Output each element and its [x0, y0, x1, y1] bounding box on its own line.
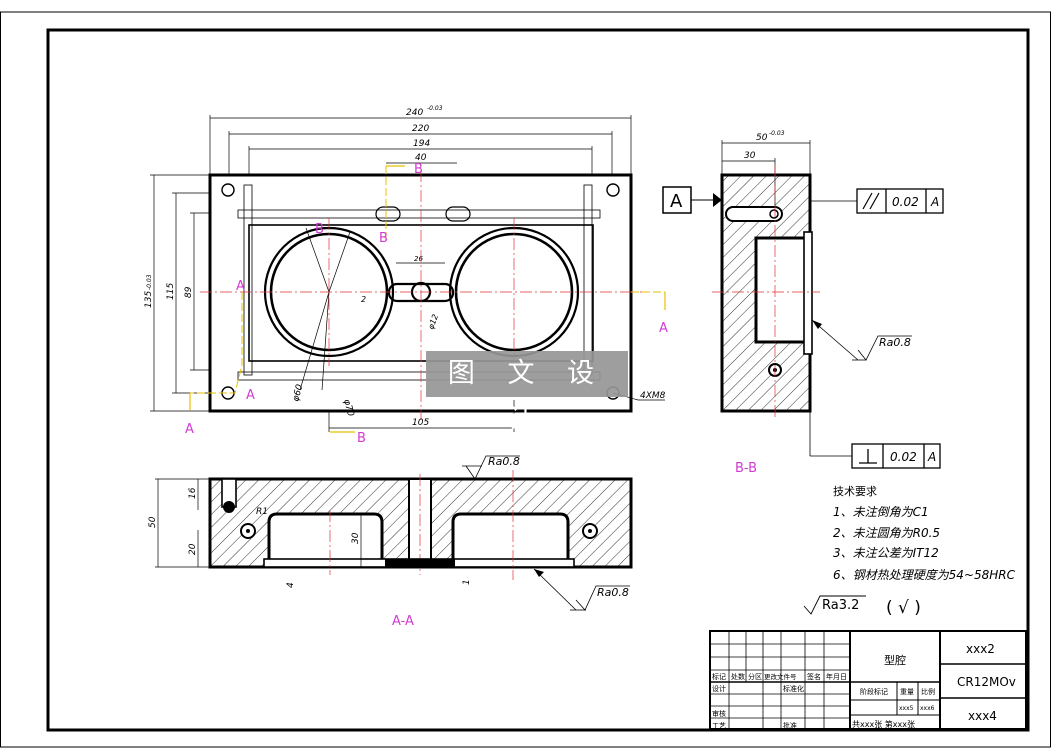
material: CR12MOv — [957, 675, 1016, 689]
tb-std: 标准化 — [783, 684, 804, 693]
aa-roughness-bottom: Ra0.8 — [597, 586, 629, 599]
dim-40-label: 40 — [415, 153, 427, 163]
dim-30-label: 30 — [744, 151, 756, 161]
dim-26-label: 26 — [414, 255, 423, 263]
section-label-a: A — [236, 279, 245, 294]
perpendicularity-value: 0.02 — [890, 450, 917, 464]
tb-sheets: 共xxx张 第xxx张 — [852, 719, 915, 729]
dim-240-tol: -0.03 — [427, 105, 443, 112]
dim-135-tol: -0.03 — [146, 274, 153, 290]
dim-240-label: 240 — [406, 108, 423, 118]
aa-dim-20-label: 20 — [188, 543, 198, 555]
holes-label: 4XM8 — [640, 391, 666, 401]
tb-design: 设计 — [712, 684, 726, 693]
dim-220-label: 220 — [412, 124, 429, 134]
parallelism-value: 0.02 — [892, 195, 919, 209]
drawing-no: xxx2 — [966, 642, 995, 656]
aa-dim-4-label: 4 — [286, 582, 296, 588]
dim-50-tol: -0.03 — [769, 130, 785, 137]
part-name: 型腔 — [884, 653, 906, 667]
section-label-a: A — [246, 388, 255, 403]
tech-item: 1、未注倒角为C1 — [833, 505, 929, 519]
dim-89-label: 89 — [184, 286, 194, 298]
aa-dim-16-label: 16 — [188, 487, 198, 499]
aa-dim-1-label: 1 — [462, 579, 472, 585]
section-label-a: A — [659, 321, 668, 336]
dim-105-label: 105 — [412, 418, 429, 428]
aa-dim-50-label: 50 — [148, 516, 158, 528]
dim-50-label: 50 — [756, 133, 768, 143]
tech-title: 技术要求 — [833, 485, 877, 498]
watermark-banner: 图 文 设 计 — [426, 351, 628, 435]
tb-weight-val: xxx5 — [899, 705, 914, 712]
tb-header: 标记 — [712, 672, 726, 681]
tb-header: 分区 — [748, 672, 762, 681]
outer-frame — [0, 11, 1051, 748]
tb-header: 更改文件号 — [764, 672, 797, 681]
tb-header: 年月日 — [826, 672, 847, 681]
dim-194-label: 194 — [413, 139, 430, 149]
section-label-b: B — [315, 222, 324, 237]
tb-scale: 比例 — [921, 687, 935, 696]
perpendicularity-ref: A — [927, 450, 936, 464]
aa-dim-30-label: 30 — [351, 532, 361, 544]
dim-dia70-label: φ70 — [341, 398, 355, 418]
parallelism-ref: A — [930, 195, 939, 209]
tb-review: 审核 — [712, 709, 726, 718]
tb-process: 工艺 — [712, 722, 726, 730]
tb-weight: 重量 — [900, 688, 914, 696]
dim-115-label: 115 — [166, 283, 176, 300]
roughness-paren: ( √ ) — [886, 598, 921, 618]
tech-item: 6、钢材热处理硬度为54~58HRC — [833, 568, 1016, 582]
tb-header: 处数 — [731, 672, 745, 681]
dim-dia60-label: φ60 — [291, 383, 305, 403]
section-label-b: B — [414, 162, 423, 177]
tb-scale-val: xxx6 — [920, 705, 935, 712]
tb-approve: 批准 — [783, 721, 797, 730]
tech-item: 3、未注公差为IT12 — [833, 546, 939, 560]
inner-border — [46, 28, 1030, 732]
general-roughness: Ra3.2 — [822, 598, 859, 613]
title-block: 标记 处数 分区 更改文件号 签名 年月日 设计 标准化 审核 工艺 批准 型腔… — [709, 630, 1027, 730]
datum-a-label: A — [670, 191, 683, 212]
bb-caption: B-B — [735, 461, 757, 476]
dim-2-label: 2 — [361, 295, 366, 304]
tech-item: 2、未注圆角为R0.5 — [833, 526, 940, 540]
perpendicularity-frame — [851, 443, 941, 469]
section-label-b: B — [357, 431, 366, 446]
side-view: 50 -0.03 30 A 0.02 A 0.02 A — [662, 130, 944, 476]
aa-roughness-top: Ra0.8 — [488, 455, 520, 468]
tech-requirements: 技术要求 1、未注倒角为C1 2、未注圆角为R0.5 3、未注公差为IT12 6… — [803, 485, 1016, 618]
tb-header: 签名 — [807, 672, 821, 681]
aa-caption: A-A — [392, 614, 414, 629]
tb-stage: 阶段标记 — [860, 687, 888, 696]
company: xxx4 — [968, 709, 997, 723]
section-view: 50 16 20 R1 30 4 1 Ra0.8 — [148, 455, 633, 629]
section-label-b: B — [379, 231, 388, 246]
dim-135-label: 135 — [144, 291, 154, 308]
side-roughness-label: Ra0.8 — [879, 336, 911, 349]
radius-label: R1 — [256, 507, 268, 517]
section-label-a: A — [185, 422, 194, 437]
